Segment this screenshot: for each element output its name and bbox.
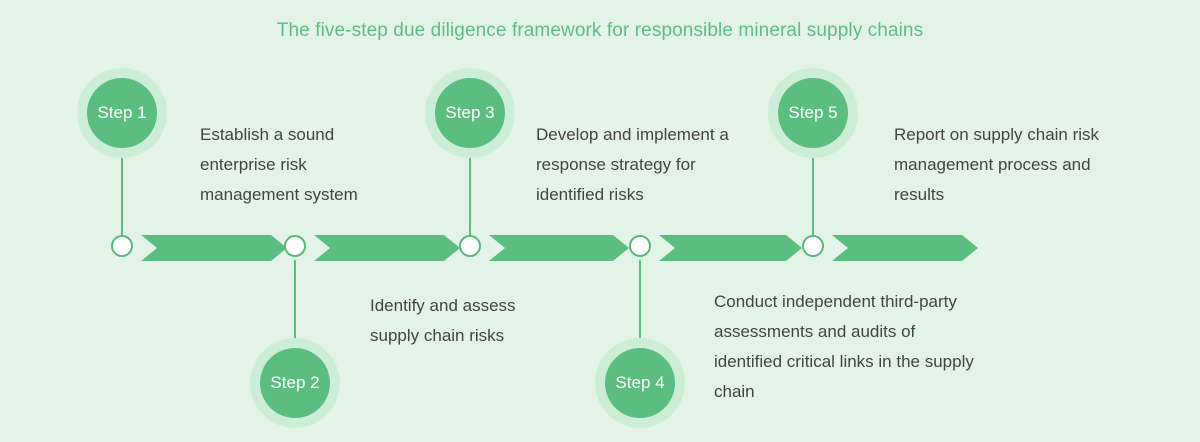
timeline-arrow-1 — [141, 235, 287, 261]
step-badge-2[interactable]: Step 2 — [250, 338, 340, 428]
timeline-node-2 — [284, 235, 306, 257]
step-label-3: Step 3 — [445, 103, 495, 122]
timeline-node-1 — [111, 235, 133, 257]
step-description-3: Develop and implement a response strateg… — [536, 125, 729, 204]
step-badge-1[interactable]: Step 1 — [77, 68, 167, 158]
step-disc-4: Step 4 — [605, 348, 675, 418]
timeline-arrow-5 — [832, 235, 978, 261]
step-label-2: Step 2 — [270, 373, 320, 392]
step-disc-2: Step 2 — [260, 348, 330, 418]
step-disc-3: Step 3 — [435, 78, 505, 148]
stem-step-1 — [121, 148, 123, 236]
step-description-1: Establish a sound enterprise risk manage… — [200, 125, 358, 204]
timeline-node-5 — [802, 235, 824, 257]
step-badge-5[interactable]: Step 5 — [768, 68, 858, 158]
step-label-1: Step 1 — [97, 103, 147, 122]
step-disc-5: Step 5 — [778, 78, 848, 148]
step-label-4: Step 4 — [615, 373, 665, 392]
step-description-2: Identify and assess supply chain risks — [370, 296, 516, 345]
stem-step-2 — [294, 260, 296, 340]
timeline-arrow-3 — [489, 235, 629, 261]
step-badge-4[interactable]: Step 4 — [595, 338, 685, 428]
timeline-node-4 — [629, 235, 651, 257]
timeline-arrow-2 — [314, 235, 460, 261]
stem-step-3 — [469, 148, 471, 236]
stem-step-4 — [639, 260, 641, 340]
step-disc-1: Step 1 — [87, 78, 157, 148]
timeline-node-3 — [459, 235, 481, 257]
stem-step-5 — [812, 148, 814, 236]
step-badge-3[interactable]: Step 3 — [425, 68, 515, 158]
page-title: The five-step due diligence framework fo… — [276, 20, 924, 41]
step-description-4: Conduct independent third-party assessme… — [714, 292, 974, 401]
step-description-5: Report on supply chain risk management p… — [894, 125, 1100, 204]
timeline-track — [0, 225, 1200, 271]
timeline-arrow-4 — [659, 235, 802, 261]
step-label-5: Step 5 — [788, 103, 838, 122]
